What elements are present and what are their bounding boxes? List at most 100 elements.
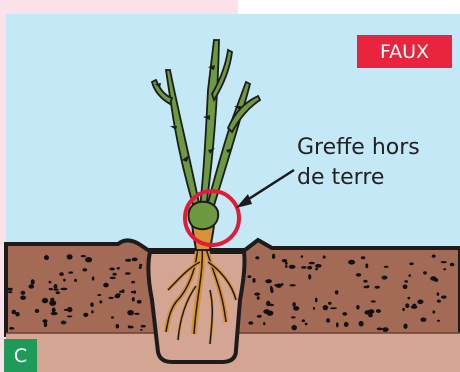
soil-pebble (371, 300, 376, 302)
soil-pebble (411, 305, 418, 308)
soil-pebble (315, 264, 322, 268)
soil-pebble (407, 297, 410, 300)
soil-pebble (301, 255, 303, 258)
soil-pebble (31, 279, 35, 285)
soil-pebble (291, 325, 297, 330)
soil-pebble (67, 307, 72, 312)
soil-pebble (53, 289, 59, 291)
soil-pebble (285, 262, 288, 265)
soil-pebble (408, 274, 411, 277)
soil-pebble (272, 254, 275, 259)
soil-pebble (111, 316, 114, 318)
graft-union (189, 202, 219, 229)
soil-pebble (74, 279, 77, 282)
soil-pebble (323, 256, 326, 259)
soil-pebble (67, 315, 73, 317)
soil-pebble (364, 286, 369, 289)
soil-pebble (255, 256, 259, 259)
soil-pebble (252, 278, 255, 283)
soil-pebble (257, 315, 262, 318)
soil-pebble (29, 284, 35, 288)
soil-pebble (403, 285, 408, 290)
soil-pebble (437, 320, 440, 322)
soil-pebble (308, 274, 311, 280)
soil-pebble (437, 292, 440, 295)
soil-pebble (92, 276, 95, 280)
soil-pebble (122, 289, 125, 293)
soil-pebble (49, 281, 52, 284)
soil-pebble (348, 260, 355, 265)
soil-pebble (326, 318, 330, 322)
soil-pebble (315, 298, 318, 303)
soil-pebble (109, 268, 115, 271)
soil-pebble (363, 280, 367, 283)
soil-pebble (263, 309, 270, 314)
soil-pebble (365, 263, 368, 268)
soil-pebble (134, 313, 140, 315)
soil-pebble (432, 255, 436, 258)
soil-pebble (377, 328, 383, 331)
soil-pebble (61, 321, 67, 325)
soil-pebble (309, 262, 315, 265)
soil-pebble (323, 305, 329, 310)
soil-pebble (137, 300, 142, 304)
soil-pebble (85, 257, 92, 262)
soil-pebble (356, 305, 359, 310)
soil-pebble (335, 290, 339, 294)
soil-pebble (330, 307, 337, 309)
soil-pebble (265, 279, 272, 283)
soil-pebble (281, 283, 284, 286)
soil-pebble (289, 284, 295, 286)
soil-pebble (282, 259, 287, 262)
soil-pebble (289, 265, 296, 269)
soil-pebble (305, 323, 308, 326)
soil-pebble (44, 322, 48, 327)
soil-pebble (141, 325, 146, 328)
soil-pebble (344, 322, 349, 327)
soil-pebble (131, 291, 135, 293)
soil-pebble (328, 302, 332, 305)
soil-pebble (376, 309, 381, 313)
annotation-line-2: de terre (297, 163, 447, 193)
soil-pebble (103, 283, 109, 288)
soil-pebble (132, 258, 138, 262)
soil-pebble (132, 297, 135, 302)
soil-pebble (430, 276, 437, 280)
soil-pebble (248, 321, 253, 325)
panel-label: C (4, 339, 37, 372)
soil-pebble (51, 312, 58, 315)
soil-pebble (139, 264, 142, 267)
soil-pebble (82, 268, 87, 271)
soil-pebble (9, 327, 14, 330)
soil-pebble (43, 320, 46, 322)
soil-pebble (44, 255, 49, 260)
soil-pebble (404, 280, 408, 283)
soil-pebble (409, 262, 413, 265)
soil-pebble (417, 300, 423, 305)
soil-pebble (131, 281, 135, 284)
soil-pebble (113, 273, 117, 276)
soil-pebble (60, 288, 67, 291)
soil-pebble (443, 268, 446, 270)
soil-pebble (423, 271, 427, 274)
soil-pebble (21, 291, 26, 295)
soil-pebble (271, 288, 274, 293)
verdict-label: FAUX (357, 35, 452, 68)
soil-pebble (441, 295, 447, 298)
soil-pebble (420, 318, 426, 322)
soil-pebble (97, 294, 101, 296)
soil-pebble (254, 293, 260, 296)
soil-pebble (292, 302, 295, 307)
soil-pebble (359, 321, 364, 327)
soil-pebble (336, 322, 339, 327)
graft-annotation: Greffe hors de terre (297, 133, 447, 193)
soil-pebble (274, 284, 280, 287)
soil-pebble (441, 261, 447, 263)
soil-pebble (364, 310, 370, 314)
soil-pebble (108, 297, 113, 299)
soil-pebble (437, 300, 441, 303)
soil-pebble (49, 300, 56, 306)
soil-pebble (125, 259, 131, 262)
soil-pebble (83, 313, 88, 317)
soil-pebble (257, 296, 260, 299)
